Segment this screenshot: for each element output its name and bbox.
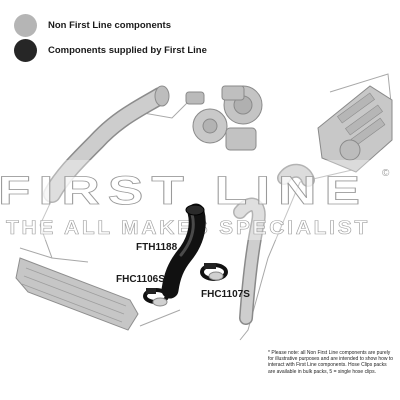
watermark-tagline: THE ALL MAKES SPECIALIST [6,218,370,239]
label-fth1188: FTH1188 [136,242,178,253]
copyright-icon: © [382,168,390,179]
watermark-brand: FIRST LINE [0,169,368,213]
clip-fhc1106s [143,288,169,307]
watermark: FIRST LINE THE ALL MAKES SPECIALIST © [0,160,400,240]
grey-dot-icon [14,14,37,37]
intercooler [15,257,139,331]
legend: Non First Line components Components sup… [14,14,207,64]
legend-label: Components supplied by First Line [48,45,207,56]
hose-fth1188 [161,203,206,299]
turbocharger [185,85,263,151]
elbow-hose [277,163,315,187]
black-dot-icon [14,39,37,62]
intake-hose-left [43,85,170,203]
legend-item-first-line: Components supplied by First Line [14,39,207,62]
legend-label: Non First Line components [48,20,171,31]
legend-item-non-first-line: Non First Line components [14,14,207,37]
disclaimer-note: * Please note: all Non First Line compon… [268,350,394,375]
clip-fhc1107s [200,263,228,281]
label-fhc1106s: FHC1106S [116,274,165,285]
outlet-pipe-right [233,197,266,325]
engine-manifold [317,85,393,173]
label-fhc1107s: FHC1107S [201,289,250,300]
